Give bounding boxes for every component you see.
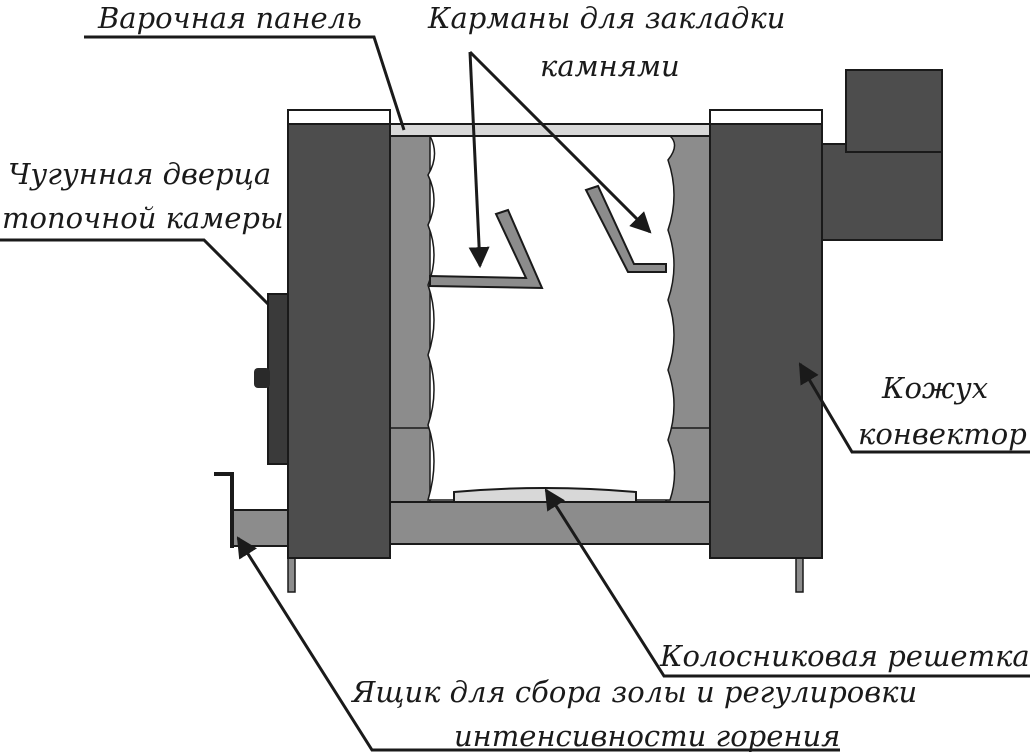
pocket-left-arrow xyxy=(468,51,490,269)
left-stone-pocket xyxy=(429,208,544,290)
right-casing xyxy=(709,121,823,559)
ash-box-handle xyxy=(214,472,234,548)
pocket-right-arrow xyxy=(468,50,652,234)
casing-leader xyxy=(798,362,1030,454)
door-panel xyxy=(267,293,291,465)
left-casing xyxy=(287,121,391,559)
firebox-interior xyxy=(426,135,676,501)
casing-label-line2: конвектор xyxy=(858,417,1027,451)
left-inner-wall xyxy=(389,135,431,507)
door-label-line1: Чугунная дверца xyxy=(8,157,271,191)
door-label-line2: топочной камеры xyxy=(2,201,284,235)
stone-pockets-label-line1: Карманы для закладки xyxy=(427,1,785,35)
ash-box-label-line1: Ящик для сбора золы и регулировки xyxy=(350,675,917,709)
casing-label-line1: Кожух xyxy=(881,371,988,405)
door-knob xyxy=(254,368,270,388)
chimney-pipe xyxy=(845,69,943,153)
grate-label: Колосниковая решетка xyxy=(659,639,1030,673)
bottom-bar xyxy=(387,501,711,545)
grate xyxy=(453,487,637,503)
cooking-panel-leader xyxy=(84,35,406,131)
ash-box-leader xyxy=(236,536,840,752)
right-leg xyxy=(795,555,804,593)
cooking-panel-label: Варочная панель xyxy=(97,1,362,35)
right-casing-cap xyxy=(709,109,823,125)
door-leader xyxy=(0,238,270,306)
right-stone-pocket xyxy=(584,184,667,273)
stone-pockets-label-line2: камнями xyxy=(540,49,680,83)
chimney-base xyxy=(821,143,943,241)
ash-box-label-line2: интенсивности горения xyxy=(454,719,840,752)
left-casing-cap xyxy=(287,109,391,125)
left-leg xyxy=(287,555,296,593)
grate-leader xyxy=(544,488,1030,678)
